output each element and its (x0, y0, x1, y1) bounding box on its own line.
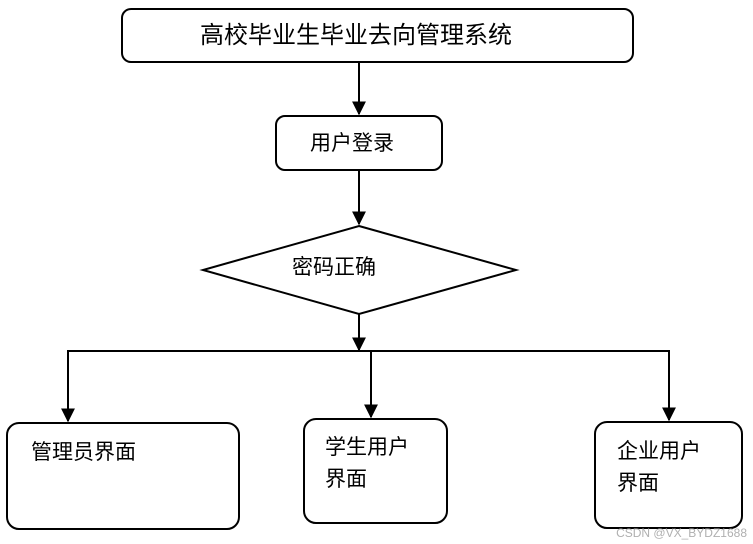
watermark: CSDN @VX_BYDZ1688 (616, 526, 747, 540)
admin-node (6, 422, 240, 530)
student-label-line2: 界面 (325, 467, 367, 491)
enterprise-node (594, 421, 743, 529)
title-node (121, 8, 634, 63)
enterprise-label-line2: 界面 (617, 471, 659, 495)
admin-label: 管理员界面 (31, 440, 136, 464)
title-label: 高校毕业生毕业去向管理系统 (200, 21, 512, 49)
student-label-line1: 学生用户 (325, 435, 409, 459)
enterprise-label-line1: 企业用户 (617, 439, 701, 463)
login-label: 用户登录 (310, 131, 394, 155)
student-node (303, 418, 448, 524)
decision-label: 密码正确 (292, 255, 376, 279)
